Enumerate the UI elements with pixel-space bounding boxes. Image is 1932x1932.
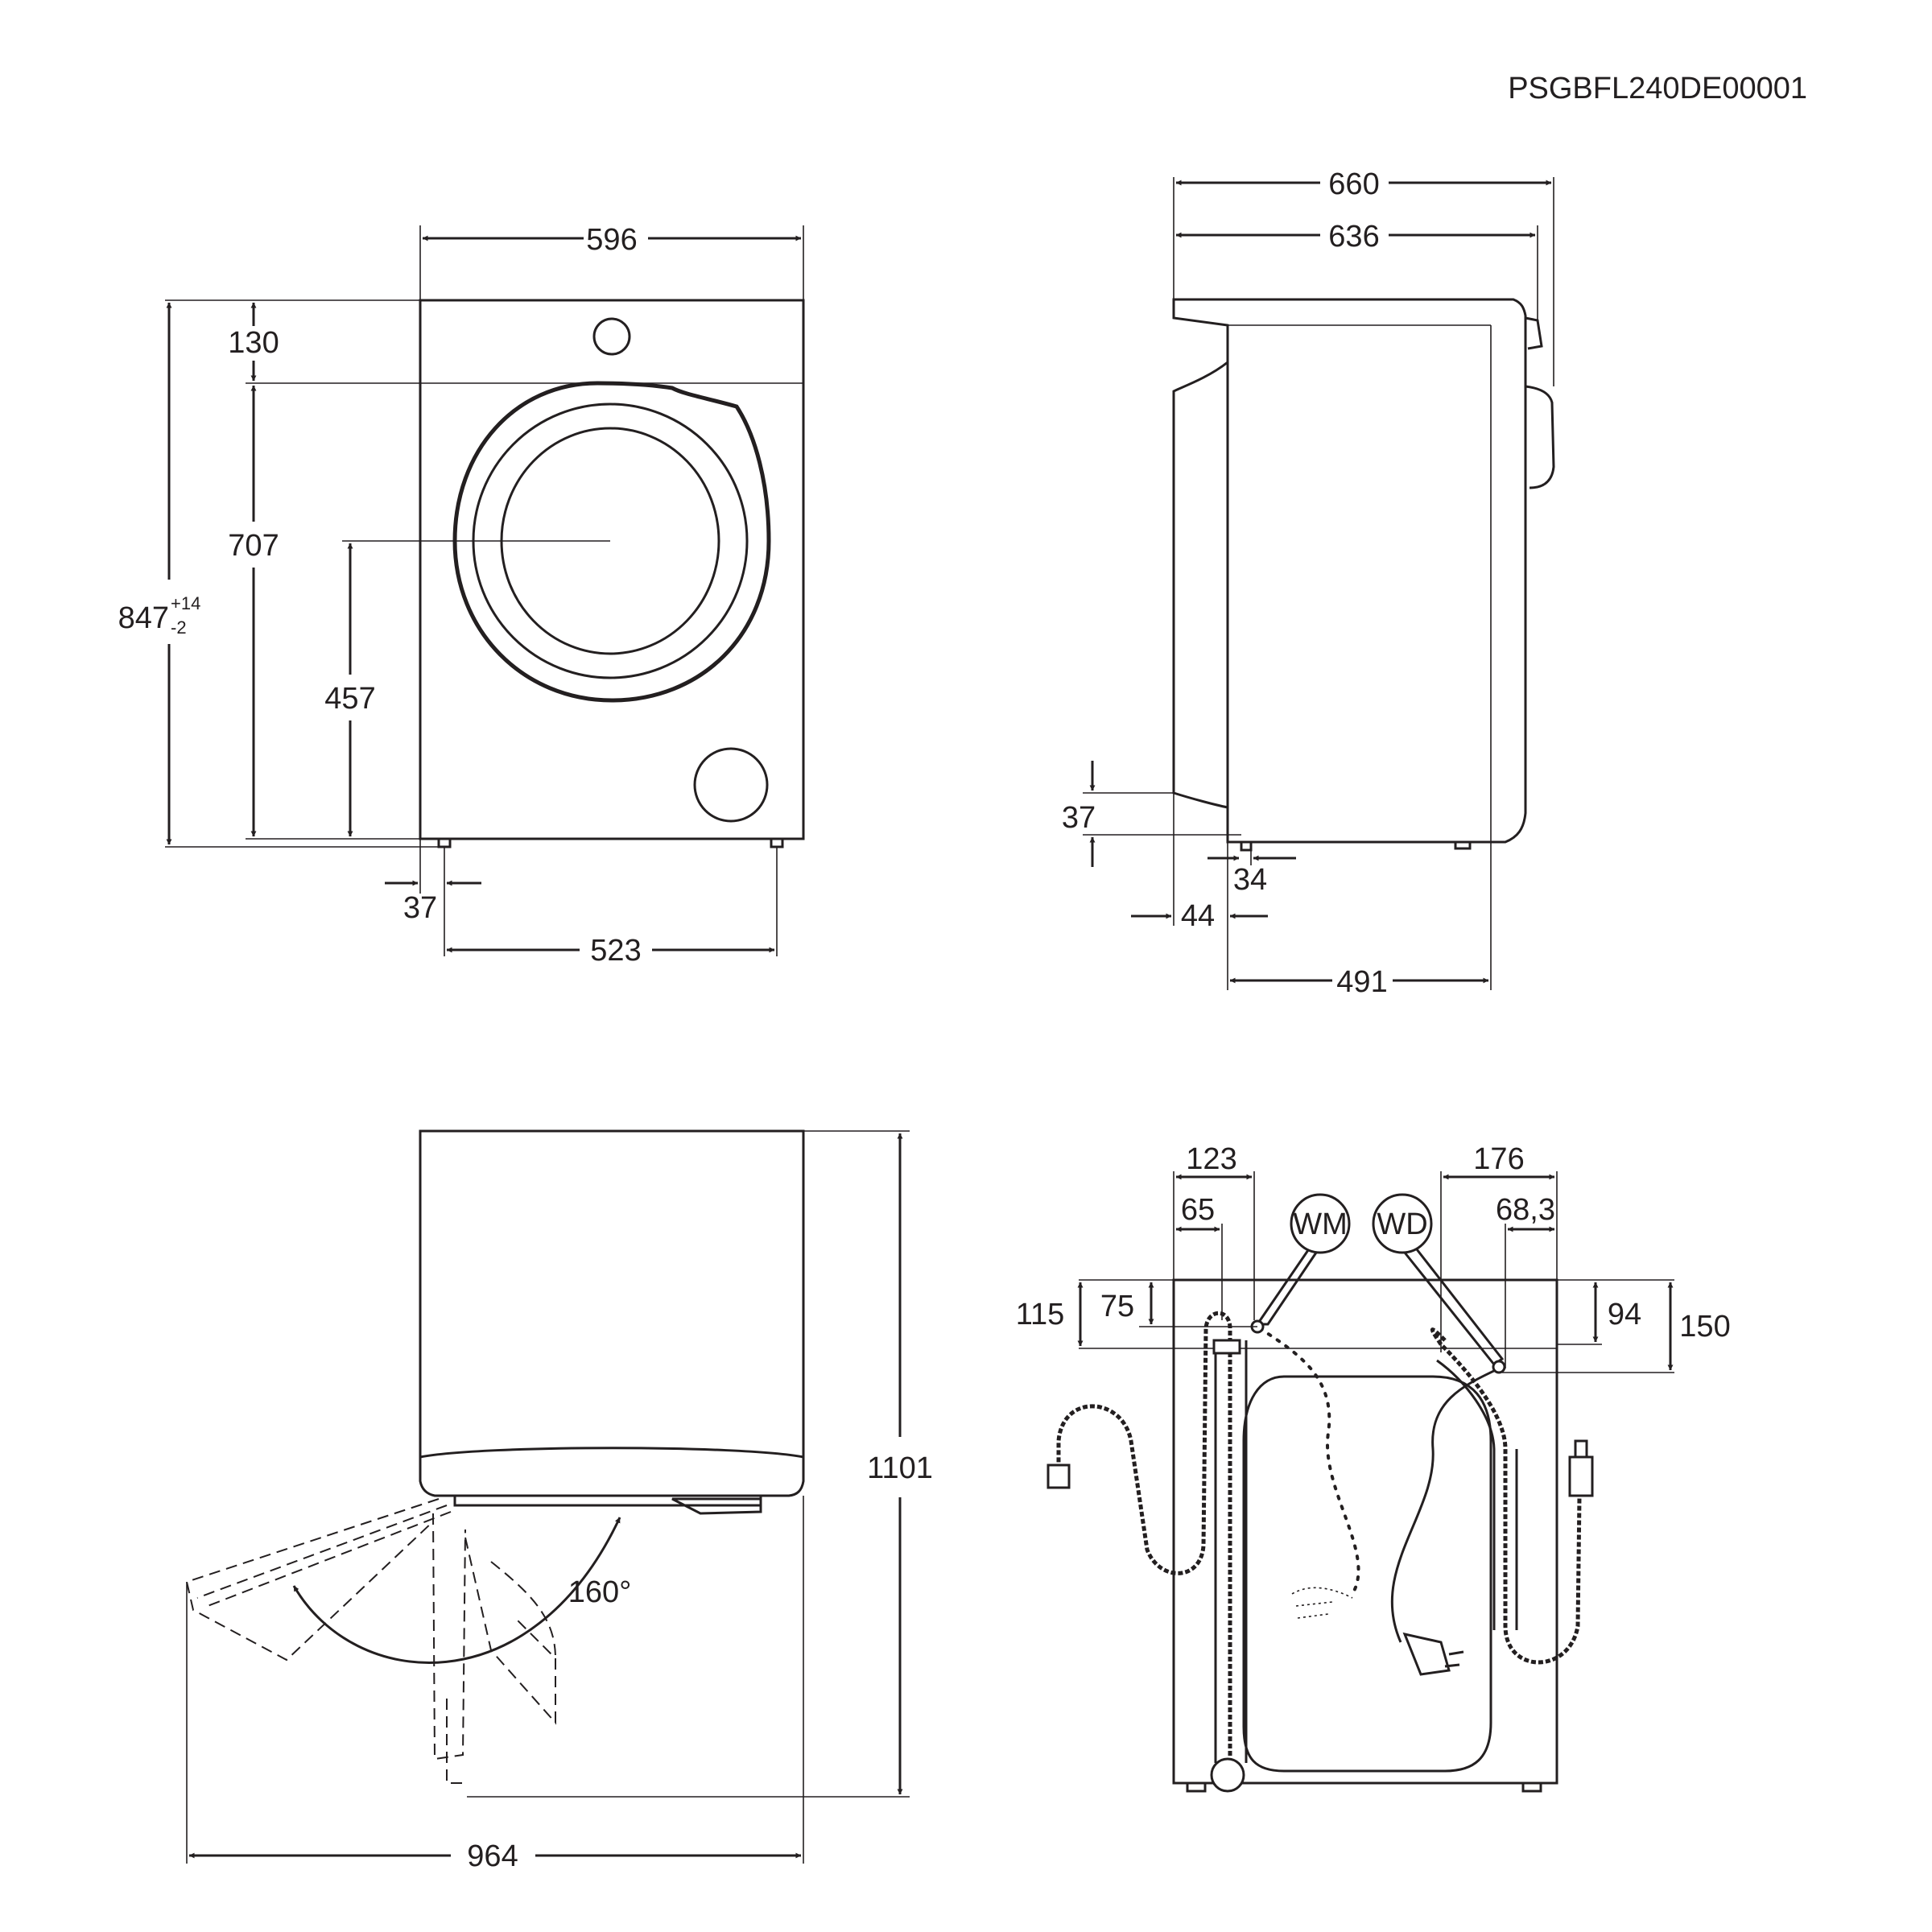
dim-115: 115 bbox=[1016, 1298, 1065, 1331]
filter-cover bbox=[693, 747, 769, 823]
side-worktop bbox=[1172, 298, 1527, 844]
rear-foot-right bbox=[1521, 1781, 1542, 1793]
dim-feet-523: 523 bbox=[590, 934, 641, 968]
dim-65: 65 bbox=[1181, 1193, 1215, 1227]
drain-hose bbox=[1056, 1311, 1232, 1763]
top-front-curve bbox=[419, 1447, 804, 1459]
dim-depth-660: 660 bbox=[1328, 167, 1379, 201]
dim-protrusion-44: 44 bbox=[1181, 899, 1215, 933]
door-outline bbox=[452, 381, 771, 703]
dim-depth-636: 636 bbox=[1328, 220, 1379, 254]
dim-depth-964: 964 bbox=[467, 1839, 518, 1873]
rear-foot-left bbox=[1186, 1781, 1207, 1793]
top-door-handle bbox=[671, 1497, 762, 1515]
top-hinge-plate bbox=[453, 1494, 762, 1507]
program-knob bbox=[592, 317, 631, 356]
inlet-hose bbox=[1430, 1327, 1582, 1665]
top-open-door-inner bbox=[196, 1505, 452, 1607]
dim-door-457: 457 bbox=[324, 682, 375, 716]
dim-68-3: 68,3 bbox=[1496, 1193, 1555, 1227]
angle-arc-160 bbox=[292, 1517, 621, 1664]
side-foot-rear bbox=[1454, 840, 1472, 850]
side-hose bbox=[1525, 385, 1555, 489]
inlet-hose-nozzle bbox=[1568, 1455, 1594, 1497]
wm-cable-end bbox=[1291, 1587, 1353, 1619]
side-knob bbox=[1525, 316, 1543, 350]
badge-wd bbox=[1372, 1193, 1433, 1254]
door-open-view: 160° 1101 964 bbox=[185, 1129, 933, 1873]
dim-176: 176 bbox=[1473, 1142, 1524, 1176]
dim-foot-offset-37: 37 bbox=[403, 891, 437, 925]
dim-angle-160: 160° bbox=[568, 1575, 632, 1609]
top-door-swing-outer bbox=[446, 1537, 556, 1784]
drain-hose-end bbox=[1210, 1757, 1245, 1793]
dim-total-height-tol-plus: +14 bbox=[171, 593, 200, 613]
side-door-bulge bbox=[1172, 361, 1228, 809]
wm-dotted-cable bbox=[1258, 1327, 1360, 1596]
dim-total-height-tol-minus: -2 bbox=[171, 617, 187, 638]
drain-hose-clip bbox=[1212, 1339, 1241, 1355]
dim-body-707: 707 bbox=[228, 529, 279, 563]
document-code: PSGBFL240DE00001 bbox=[1508, 72, 1807, 105]
badge-wd-label: WD bbox=[1377, 1208, 1427, 1241]
side-foot-front bbox=[1240, 840, 1253, 852]
rear-cabinet bbox=[1172, 1278, 1558, 1785]
dim-clearance-37: 37 bbox=[1062, 801, 1096, 835]
rear-view: WM WD 123 65 176 68,3 115 75 bbox=[1016, 1142, 1731, 1793]
dim-width-596: 596 bbox=[586, 223, 637, 257]
power-cord bbox=[1390, 1367, 1500, 1643]
dim-150: 150 bbox=[1679, 1310, 1730, 1344]
front-cabinet bbox=[419, 299, 805, 840]
dim-foot-34: 34 bbox=[1233, 863, 1267, 897]
dim-75: 75 bbox=[1100, 1290, 1134, 1323]
front-foot-left bbox=[437, 837, 452, 848]
front-foot-right bbox=[770, 837, 784, 848]
rear-panel bbox=[1242, 1375, 1492, 1773]
front-view: 596 847 +14 -2 130 707 457 37 bbox=[118, 223, 805, 968]
power-plug bbox=[1402, 1632, 1451, 1676]
top-open-door bbox=[185, 1498, 440, 1662]
drain-hose-nozzle bbox=[1046, 1463, 1071, 1489]
top-cabinet bbox=[419, 1129, 805, 1497]
badge-wm-label: WM bbox=[1293, 1208, 1348, 1241]
dim-height-1101: 1101 bbox=[867, 1451, 933, 1485]
badge-wm bbox=[1290, 1193, 1351, 1254]
dim-top-130: 130 bbox=[228, 326, 279, 360]
dim-feet-491: 491 bbox=[1336, 965, 1387, 999]
dim-94: 94 bbox=[1608, 1298, 1641, 1331]
dim-123: 123 bbox=[1186, 1142, 1236, 1176]
top-door-swing bbox=[432, 1513, 466, 1761]
dim-total-height: 847 bbox=[118, 601, 169, 635]
side-view: 660 636 37 34 44 491 bbox=[1062, 167, 1555, 999]
top-door-curve bbox=[490, 1561, 556, 1659]
